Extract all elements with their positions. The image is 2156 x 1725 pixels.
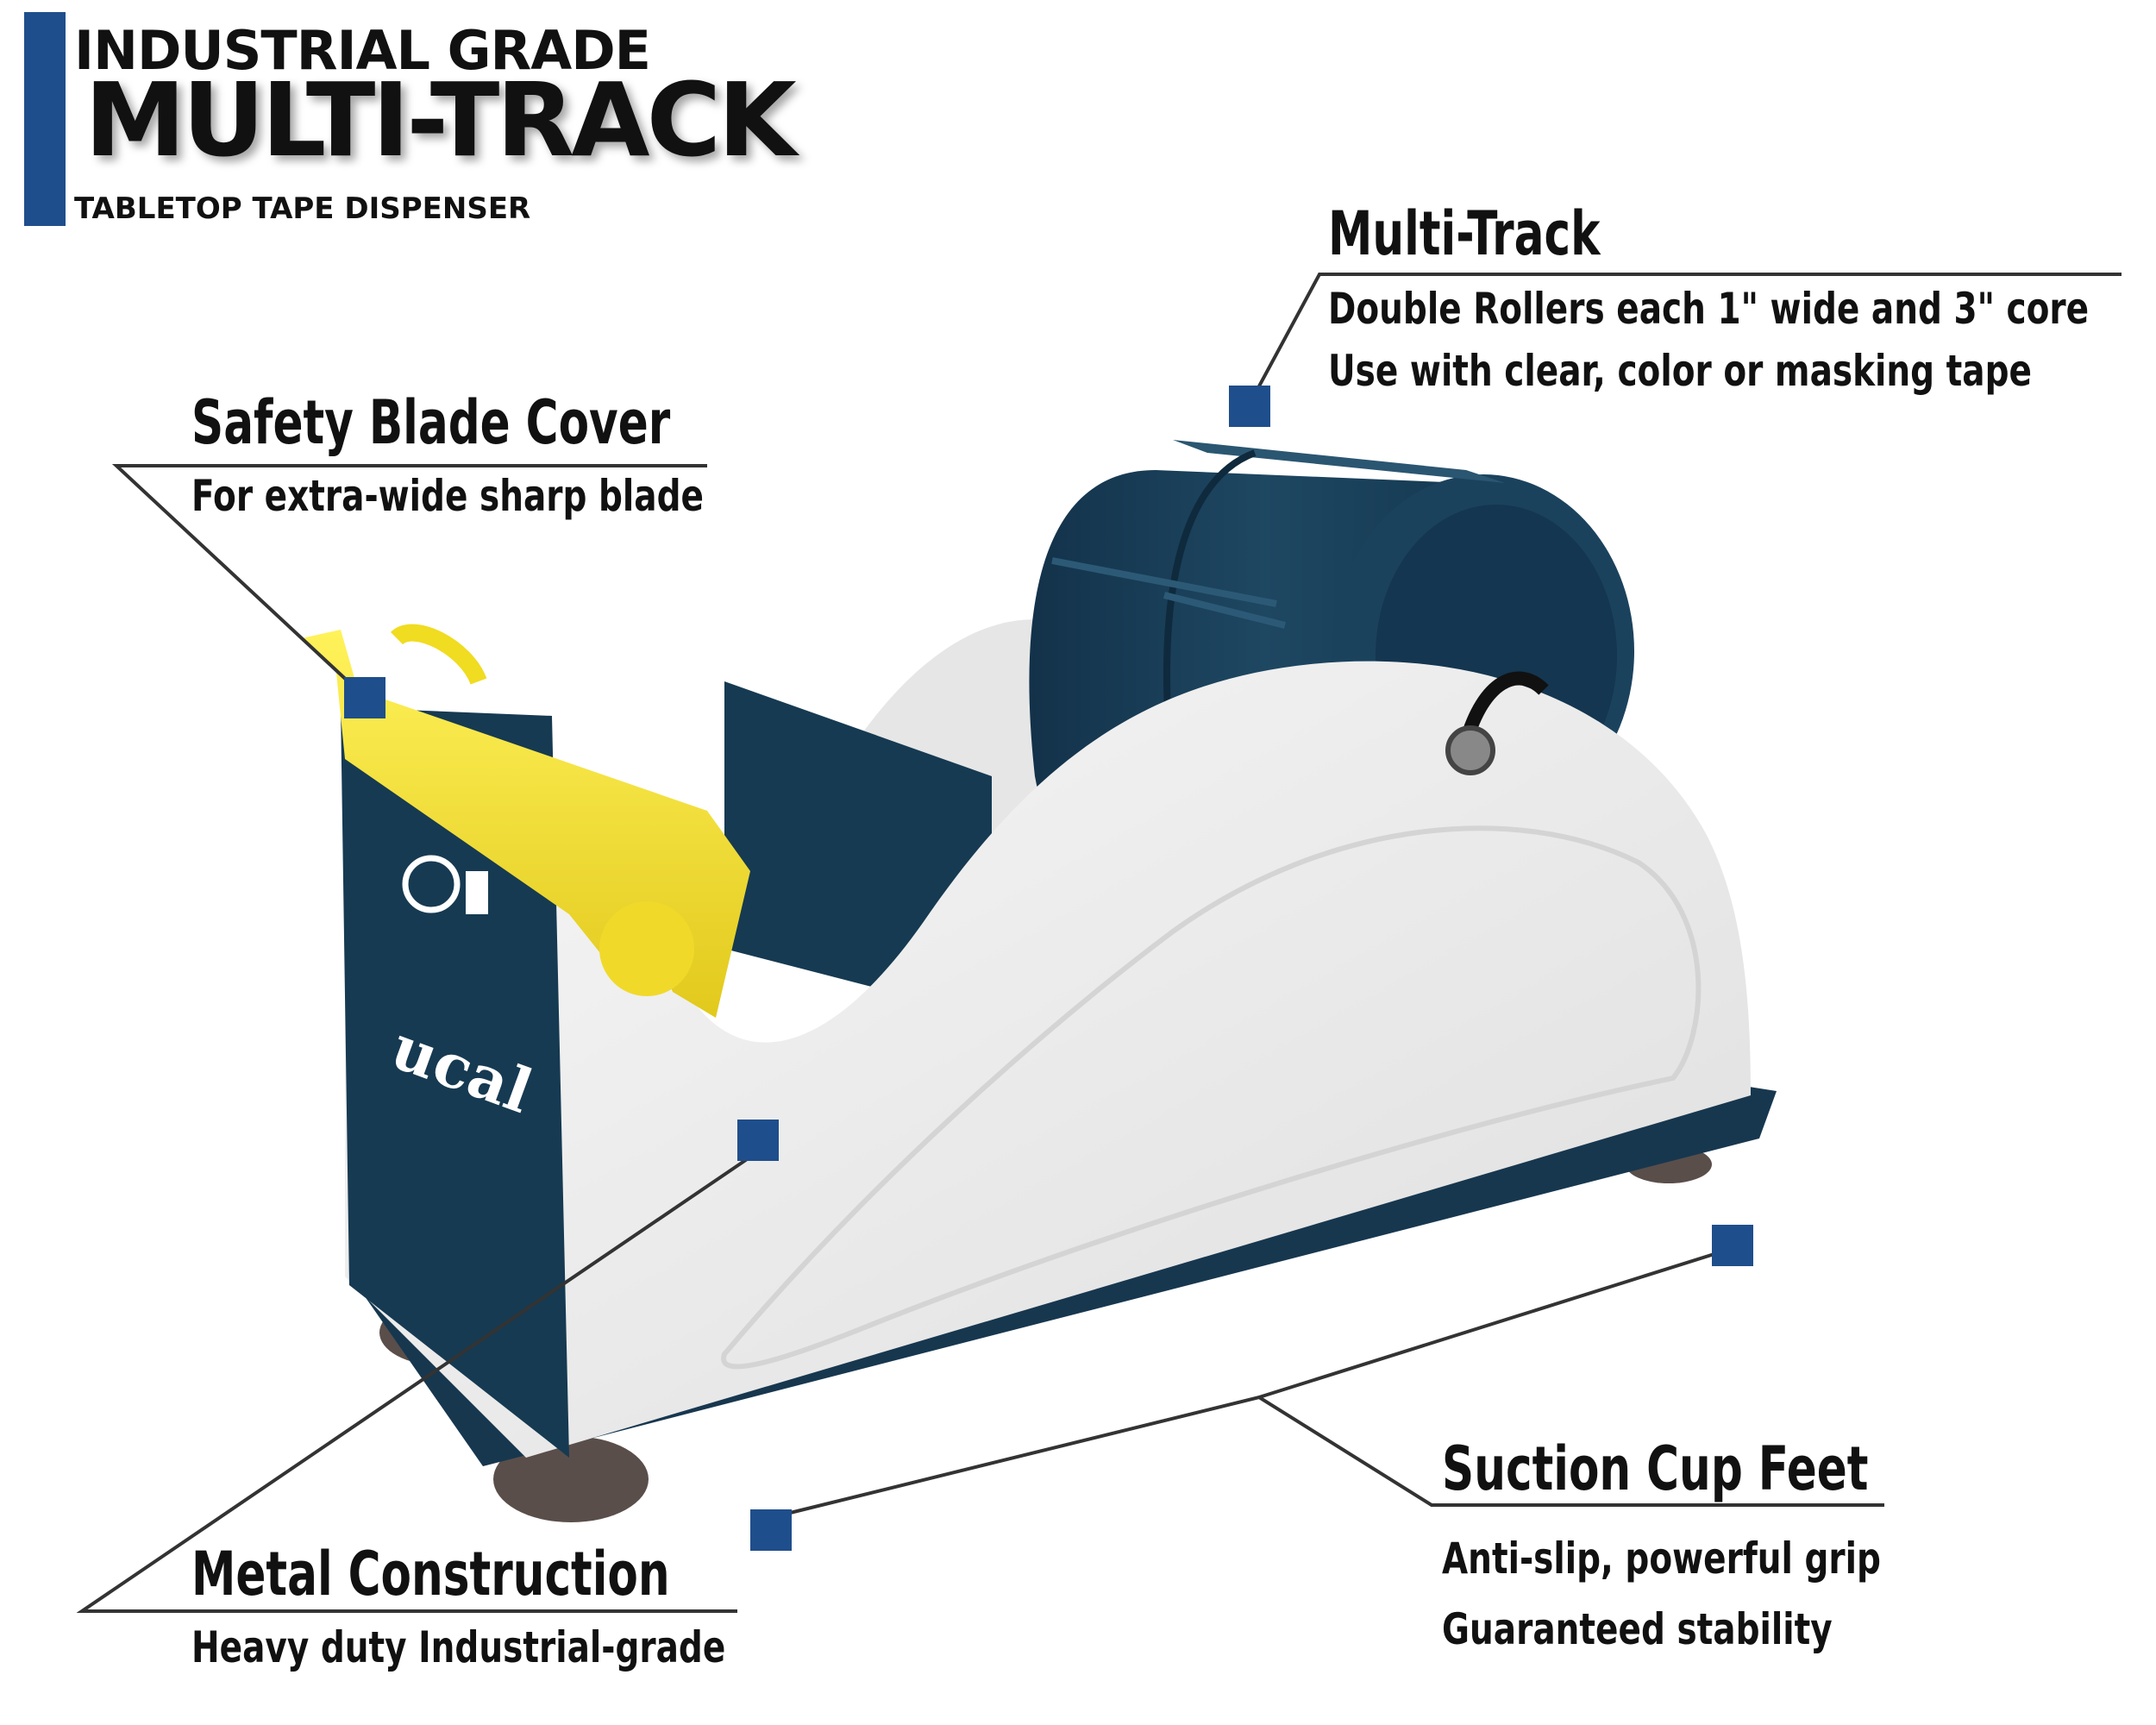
metal-construction-line-1: Heavy duty Industrial-grade: [191, 1622, 726, 1672]
multi-track-line-1: Double Rollers each 1" wide and 3" core: [1328, 284, 2090, 334]
callout-marker-suction-feet-rear: [1712, 1225, 1753, 1266]
metal-construction-title: Metal Construction: [191, 1539, 670, 1609]
tension-knob: [1445, 671, 1549, 775]
header-eyebrow: INDUSTRIAL GRADE: [74, 19, 651, 82]
leader-lines: [76, 273, 2122, 1613]
safety-blade-cover-line-1: For extra-wide sharp blade: [191, 471, 704, 521]
multi-track-title: Multi-Track: [1328, 198, 1601, 269]
header-title: MULTI-TRACK: [85, 60, 797, 179]
suction-cup-feet-line-2: Guaranteed stability: [1442, 1604, 1833, 1654]
suction-cup-feet-line-1: Anti-slip, powerful grip: [1442, 1534, 1881, 1584]
header-subtitle: TABLETOP TAPE DISPENSER: [74, 191, 531, 226]
white-body: [345, 661, 1751, 1458]
multi-track-line-2: Use with clear, color or masking tape: [1328, 346, 2033, 396]
front-panel: [341, 707, 569, 1458]
callout-marker-suction-feet-front: [750, 1509, 792, 1551]
callout-marker-metal-construction: [737, 1120, 779, 1161]
callout-marker-multi-track: [1229, 386, 1270, 427]
suction-cup-feet-title: Suction Cup Feet: [1442, 1433, 1869, 1504]
safety-blade-cover-title: Safety Blade Cover: [191, 387, 671, 458]
safety-blade-cover: [302, 624, 750, 1018]
callout-marker-safety-blade: [344, 677, 385, 718]
header-accent-bar: [24, 12, 66, 226]
